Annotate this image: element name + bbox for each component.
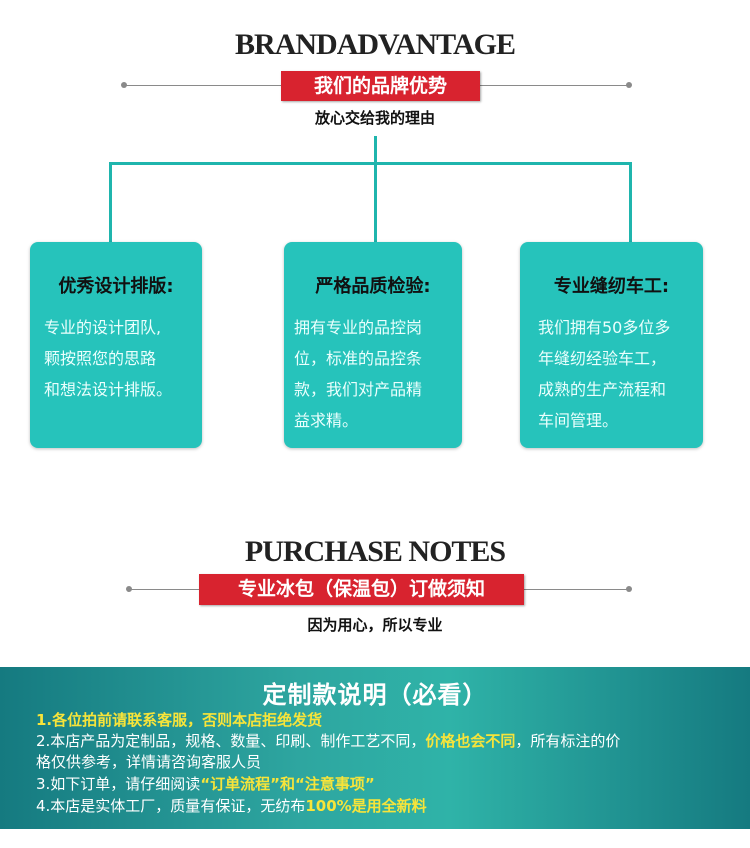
connector-stem [374,136,377,164]
card-line: 拥有专业的品控岗 [294,318,423,337]
card-line: 成熟的生产流程和 [538,380,667,399]
card-line: 位，标准的品控条 [294,349,423,368]
notice-text: 2.本店产品为定制品，规格、数量、印刷、制作工艺不同， [36,732,426,750]
card-body: 拥有专业的品控岗 位，标准的品控条 款，我们对产品精 益求精。 [294,312,422,436]
card-title: 专业缝纫车工: [553,276,670,297]
notice-highlight: 价格也会不同 [425,732,516,750]
card-line: 专业的设计团队, [44,318,162,337]
purchase-subtitle: 因为用心，所以专业 [307,616,443,634]
card-sewing-workers: 专业缝纫车工: 我们拥有50多位多 年缝纫经验车工， 成熟的生产流程和 车间管理… [520,242,703,448]
notice-text: ，所有标注的价 [515,732,621,750]
purchase-english-title: PURCHASE NOTES [244,535,506,568]
card-quality-inspection: 严格品质检验: 拥有专业的品控岗 位，标准的品控条 款，我们对产品精 益求精。 [284,242,462,448]
notice-item-2-cont: 格仅供参考，详情请咨询客服人员 [36,753,262,771]
notice-item-4: 4.本店是实体工厂，质量有保证，无纺布100%是用全新料 [36,796,726,817]
card-line: 我们拥有50多位多 [538,318,671,337]
rule-dot-right [626,82,632,88]
brand-english-title: BRANDADVANTAGE [235,28,516,61]
rule-dot-left [121,82,127,88]
connector-left [109,162,112,242]
card-title: 严格品质检验: [315,276,431,297]
notice-item-2: 2.本店产品为定制品，规格、数量、印刷、制作工艺不同，价格也会不同，所有标注的价 [36,731,726,752]
card-line: 颗按照您的思路 [44,349,157,368]
card-line: 年缝纫经验车工， [538,349,667,368]
notice-text: 3.如下订单，请仔细阅读 [36,775,201,793]
connector-right [629,162,632,242]
custom-notice-panel: 定制款说明（必看） 1.各位拍前请联系客服，否则本店拒绝发货 2.本店产品为定制… [0,667,750,829]
connector-middle [374,162,377,242]
card-line: 益求精。 [294,411,359,430]
card-title: 优秀设计排版: [58,276,174,297]
card-line: 款，我们对产品精 [294,380,423,399]
card-line: 和想法设计排版。 [44,380,173,399]
notice-text: 4.本店是实体工厂，质量有保证，无纺布 [36,797,306,815]
brand-subtitle: 放心交给我的理由 [314,109,435,127]
card-design-layout: 优秀设计排版: 专业的设计团队, 颗按照您的思路 和想法设计排版。 [30,242,202,448]
card-line: 车间管理。 [538,411,619,430]
rule-dot-left [126,586,132,592]
notice-item-3: 3.如下订单，请仔细阅读“订单流程”和“注意事项” [36,774,726,795]
notice-title: 定制款说明（必看） [262,681,488,709]
brand-chinese-title: 我们的品牌优势 [281,71,480,101]
purchase-chinese-title: 专业冰包（保温包）订做须知 [199,574,524,605]
notice-item-1: 1.各位拍前请联系客服，否则本店拒绝发货 [36,711,323,729]
notice-highlight: 100%是用全新料 [305,797,427,815]
rule-dot-right [626,586,632,592]
connector-bar [109,162,632,165]
card-body: 专业的设计团队, 颗按照您的思路 和想法设计排版。 [44,312,172,405]
notice-highlight: “订单流程”和“注意事项” [200,775,375,793]
card-body: 我们拥有50多位多 年缝纫经验车工， 成熟的生产流程和 车间管理。 [538,312,670,436]
